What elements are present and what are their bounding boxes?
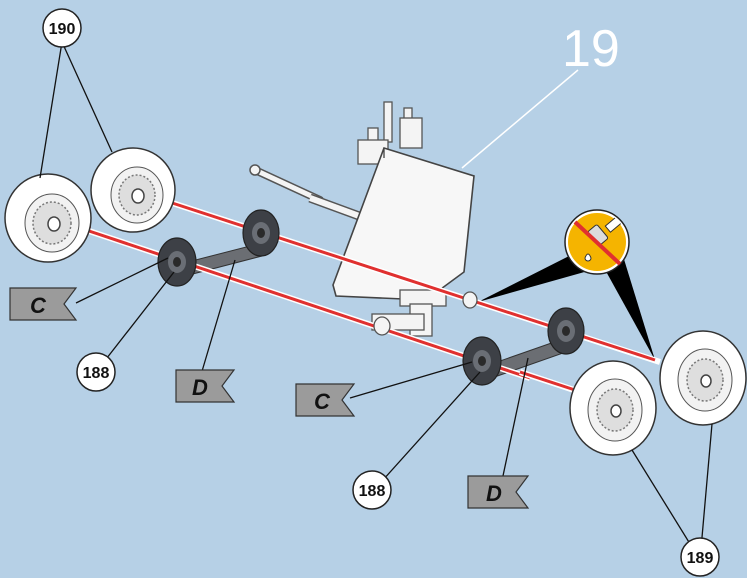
wheel-190-lower [4,173,92,263]
part-label-188-rear: 188 [352,470,392,510]
axle-arrow-lower-red [80,226,531,380]
callout-lines [39,41,713,561]
hub-rear-inner [547,307,585,355]
part-number-188-front: 188 [83,365,110,382]
flag-c-front: C [9,287,78,321]
part-label-188-front: 188 [76,352,116,392]
flag-d-rear: D [467,475,530,509]
flag-d-rear-label: D [486,481,502,506]
flag-c-rear: C [295,383,356,417]
part-number-188-rear: 188 [359,483,386,500]
step-number-leader [461,69,579,169]
flag-c-rear-label: C [314,389,331,414]
axle-arrow-upper-red [160,197,471,302]
flag-d-front-label: D [192,375,208,400]
warning-pointer-rear [603,256,655,360]
hub-rear-outer [462,336,502,386]
part-label-190: 190 [42,8,82,48]
hub-front-inner [242,209,280,257]
no-glue-icon [564,209,630,275]
part-number-190: 190 [49,21,76,38]
chassis [249,101,475,337]
wheel-189-lower [569,360,657,456]
flag-d-front: D [175,369,236,403]
part-label-189: 189 [680,537,720,577]
wheel-189-upper [659,330,747,426]
flag-c-front-label: C [30,293,47,318]
wheel-190-upper [90,147,176,233]
axle-rod-rear-lower-red [519,370,579,393]
step-number: 19 [562,20,620,78]
part-number-189: 189 [687,550,714,567]
hub-front-outer [157,237,197,287]
